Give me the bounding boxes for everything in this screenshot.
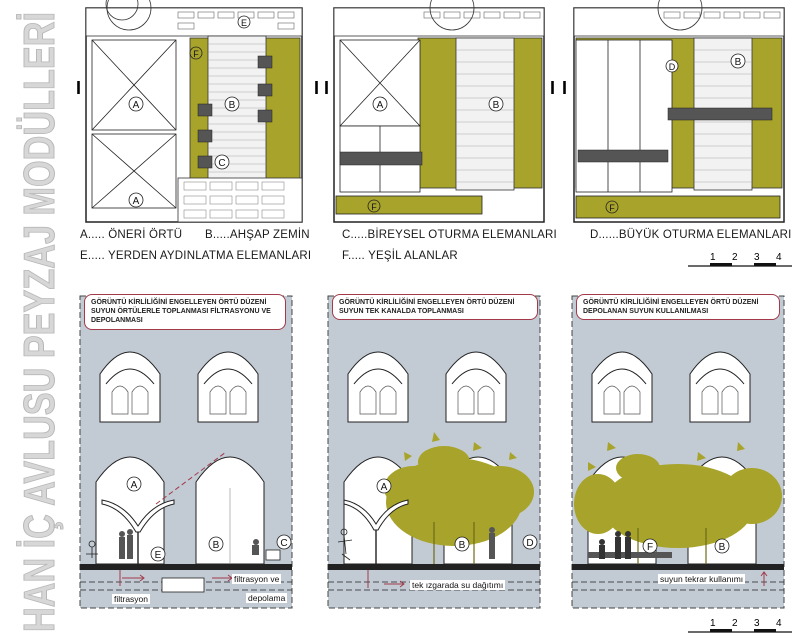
marker-a: A (131, 480, 138, 491)
section-panel-2: A B D (327, 295, 541, 609)
marker-b: B (719, 542, 726, 553)
marker-c: C (218, 158, 225, 169)
marker-b: B (459, 540, 466, 551)
scale-tick: 3 (754, 618, 760, 629)
vertical-title: HAN İÇ AVLUSU PEYZAJ MODÜLLERİ (15, 12, 65, 633)
marker-a: A (133, 100, 140, 111)
section-panel-1: A E B C (79, 295, 293, 609)
marker-c: C (280, 538, 287, 549)
section-mark-left: I (324, 78, 329, 98)
plan-panel-2: I I A B F (324, 0, 555, 223)
section-1-label-storage: depolama (246, 593, 288, 603)
marker-f: F (371, 202, 377, 212)
legend-e: E..... YERDEN AYDINLATMA ELEMANLARI (80, 250, 312, 262)
legend-c: C.....BİREYSEL OTURMA ELEMANLARI (342, 229, 557, 241)
plan-panel-1: I I A A B C E F (76, 0, 319, 223)
scale-tick: 4 (776, 252, 782, 263)
scale-tick: 1 (710, 618, 716, 629)
scale-tick: 3 (754, 252, 760, 263)
section-panel-3: F B (571, 295, 785, 609)
section-2-callout: GÖRÜNTÜ KİRLİLİĞİNİ ENGELLEYEN ÖRTÜ DÜZE… (332, 294, 538, 320)
marker-a: A (133, 196, 140, 207)
section-mark-right: I (314, 78, 319, 98)
marker-e: E (155, 550, 162, 561)
marker-b: B (213, 540, 220, 551)
legend-f: F..... YEŞİL ALANLAR (342, 250, 458, 262)
plan-panel-3: I B D F (562, 0, 785, 223)
section-2-label-grid: tek ızgarada su dağıtımı (410, 580, 506, 590)
section-3-callout: GÖRÜNTÜ KİRLİLİĞİNİ ENGELLEYEN ÖRTÜ DÜZE… (576, 294, 780, 320)
scale-tick: 2 (732, 252, 738, 263)
marker-e: E (241, 18, 247, 28)
scale-bar: 1 2 3 4 (688, 618, 792, 633)
marker-b: B (493, 100, 500, 111)
scale-tick: 4 (776, 618, 782, 629)
marker-f: F (647, 542, 653, 553)
legend-b: B.....AHŞAP ZEMİN (205, 229, 310, 241)
marker-d: D (669, 62, 676, 72)
marker-b: B (735, 57, 742, 68)
scale-tick: 2 (732, 618, 738, 629)
marker-f: F (609, 203, 615, 213)
scale-bar: 1 2 3 4 (688, 252, 792, 267)
section-1-callout: GÖRÜNTÜ KİRLİLİĞİNİ ENGELLEYEN ÖRTÜ DÜZE… (84, 294, 286, 330)
section-mark-right: I (550, 78, 555, 98)
section-1-label-filtration-storage: filtrasyon ve (232, 574, 282, 584)
section-mark-left: I (562, 78, 567, 98)
scale-tick: 1 (710, 252, 716, 263)
legend-d: D......BÜYÜK OTURMA ELEMANLARI (590, 229, 792, 241)
marker-d: D (526, 538, 533, 549)
legend-a: A..... ÖNERİ ÖRTÜ (80, 229, 183, 241)
marker-b: B (229, 100, 236, 111)
marker-a: A (381, 482, 388, 493)
marker-a: A (377, 100, 384, 111)
vertical-title-text: HAN İÇ AVLUSU PEYZAJ MODÜLLERİ (15, 12, 64, 632)
section-1-label-filtration: filtrasyon (112, 594, 151, 604)
section-3-label-reuse: suyun tekrar kullanımı (658, 574, 746, 584)
section-mark-left: I (76, 78, 81, 98)
marker-f: F (193, 49, 199, 59)
